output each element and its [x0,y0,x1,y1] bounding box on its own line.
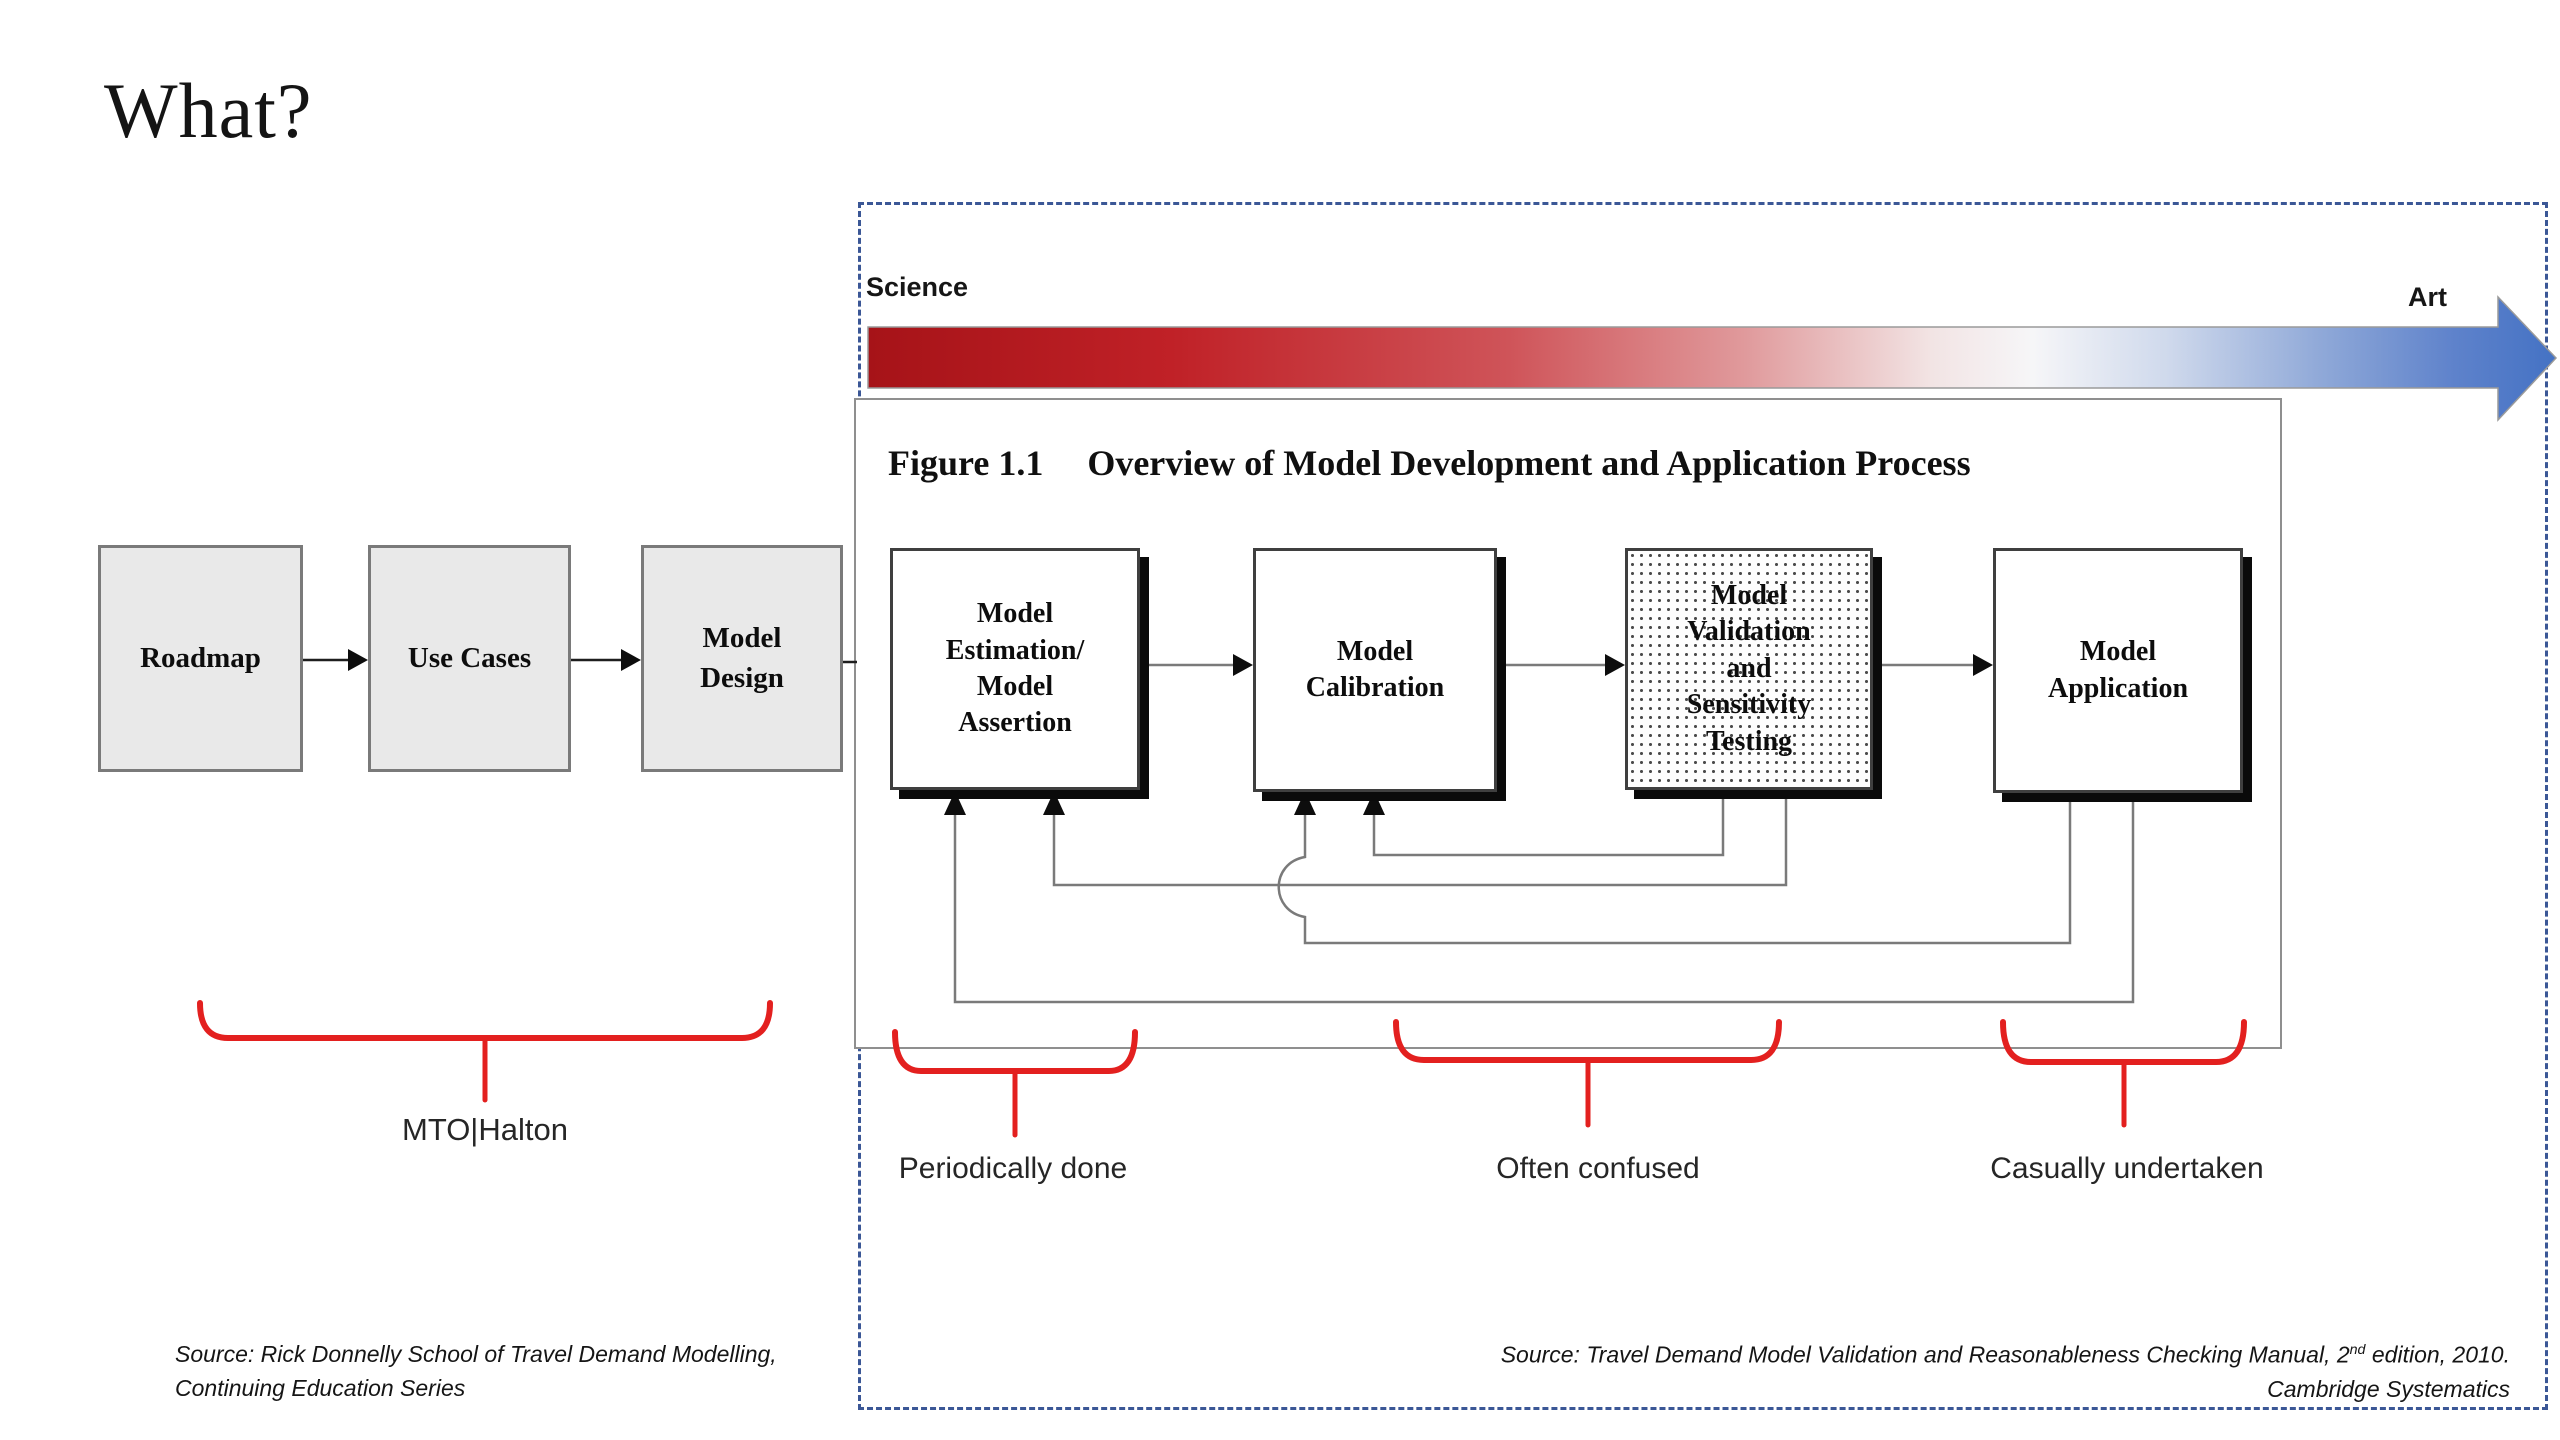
source-right: Source: Travel Demand Model Validation a… [1380,1333,2510,1406]
source-left: Source: Rick Donnelly School of Travel D… [175,1337,935,1405]
figure-title: Overview of Model Development and Applic… [1087,443,1971,483]
figure-box-model-validation: Model Validation and Sensitivity Testing [1625,548,1873,790]
figure-caption: Figure 1.1 Overview of Model Development… [888,442,1971,484]
page-title: What? [104,67,313,154]
science-label: Science [866,272,969,302]
figure-number: Figure 1.1 [888,443,1044,483]
source-right-line1: Source: Travel Demand Model Validation a… [1500,1341,2510,1368]
label-casually-undertaken: Casually undertaken [1990,1152,2264,1185]
flow-box-model-design: Model Design [641,545,843,772]
label-mto-halton: MTO|Halton [402,1112,568,1147]
label-often-confused: Often confused [1496,1152,1700,1185]
brace-mto-halton [197,1000,773,1103]
source-left-line1: Source: Rick Donnelly School of Travel D… [175,1341,777,1367]
label-periodically-done: Periodically done [898,1152,1128,1185]
figure-box-model-calibration: Model Calibration [1253,548,1497,792]
flow-box-use-cases: Use Cases [368,545,571,772]
source-left-line2: Continuing Education Series [175,1375,466,1401]
figure-box-model-application: Model Application [1993,548,2243,793]
flow-box-roadmap: Roadmap [98,545,303,772]
source-right-line2: Cambridge Systematics [2267,1375,2510,1402]
art-label: Art [2408,282,2447,312]
figure-box-model-estimation: Model Estimation/ Model Assertion [890,548,1140,790]
